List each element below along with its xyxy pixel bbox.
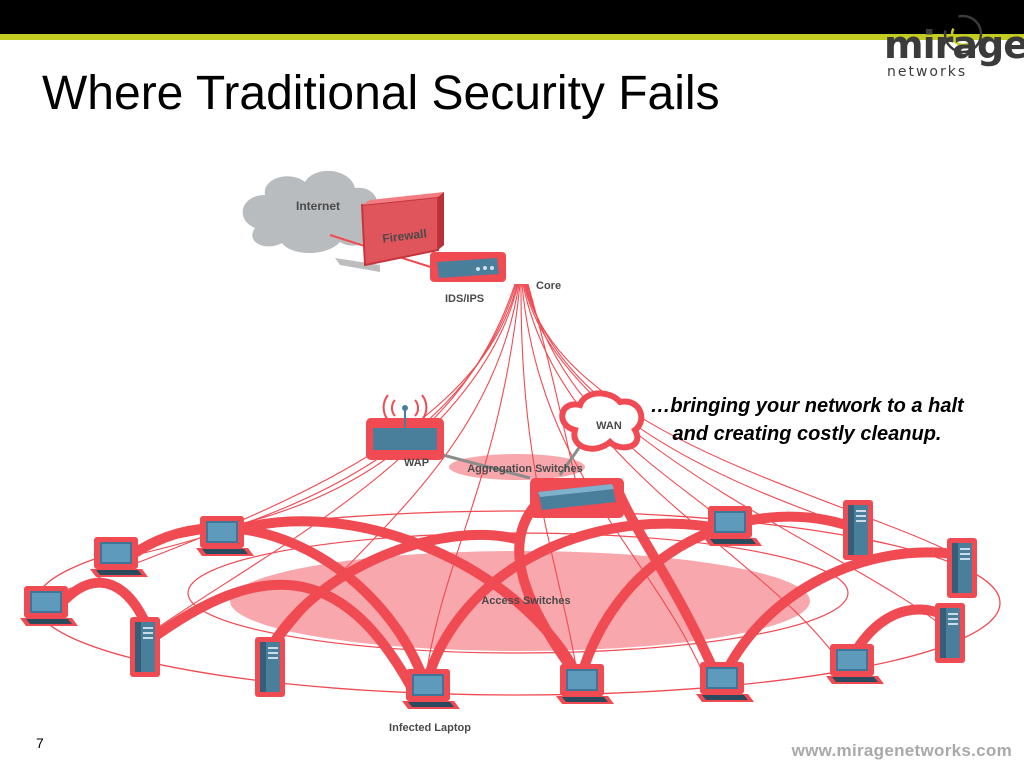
footer-url: www.miragenetworks.com bbox=[791, 741, 1012, 760]
wap-device: WAP bbox=[366, 394, 444, 469]
slide-title: Where Traditional Security Fails bbox=[42, 67, 720, 120]
aggregation-zone bbox=[449, 454, 585, 480]
mirage-networks-logo: mirage networks bbox=[884, 14, 1024, 84]
firewall: Firewall bbox=[335, 192, 444, 272]
laptop-icon bbox=[196, 516, 254, 556]
internet-cloud: Internet bbox=[242, 170, 378, 254]
infected-laptop-icon bbox=[402, 669, 460, 709]
access-label: Access Switches bbox=[481, 595, 570, 607]
logo-subtitle: networks bbox=[887, 64, 968, 80]
laptop-icon bbox=[696, 662, 754, 702]
infection-arcs bbox=[55, 490, 965, 695]
page-number: 7 bbox=[36, 735, 44, 751]
server-icon bbox=[255, 637, 285, 697]
logo-mark bbox=[943, 14, 983, 54]
ids-ips-label: IDS/IPS bbox=[445, 293, 484, 305]
callout-text: …bringing your network to a halt and cre… bbox=[650, 395, 964, 445]
infected-laptop-label: Infected Laptop bbox=[389, 722, 471, 734]
wan-label: WAN bbox=[596, 420, 622, 432]
server-icon bbox=[843, 500, 873, 560]
wan-cloud: WAN bbox=[559, 390, 645, 452]
ids-ips-device: IDS/IPS bbox=[430, 252, 506, 305]
core-links bbox=[39, 283, 967, 691]
laptop-icon bbox=[704, 506, 762, 546]
laptop-icon bbox=[556, 664, 614, 704]
server-icon bbox=[935, 603, 965, 663]
core-label: Core bbox=[536, 280, 561, 292]
header-bar bbox=[0, 0, 1024, 34]
server-icon bbox=[130, 617, 160, 677]
firewall-label: Firewall bbox=[381, 226, 427, 245]
wap-label: WAP bbox=[404, 457, 429, 469]
accent-bar bbox=[0, 34, 1024, 40]
logo-wordmark: mirage bbox=[884, 23, 1024, 67]
internet-label: Internet bbox=[296, 199, 340, 213]
server-icon bbox=[947, 538, 977, 598]
laptop-icon bbox=[826, 644, 884, 684]
laptop-icon bbox=[90, 537, 148, 577]
aggregation-switch bbox=[530, 478, 624, 518]
aggregation-label: Aggregation Switches bbox=[467, 463, 583, 475]
